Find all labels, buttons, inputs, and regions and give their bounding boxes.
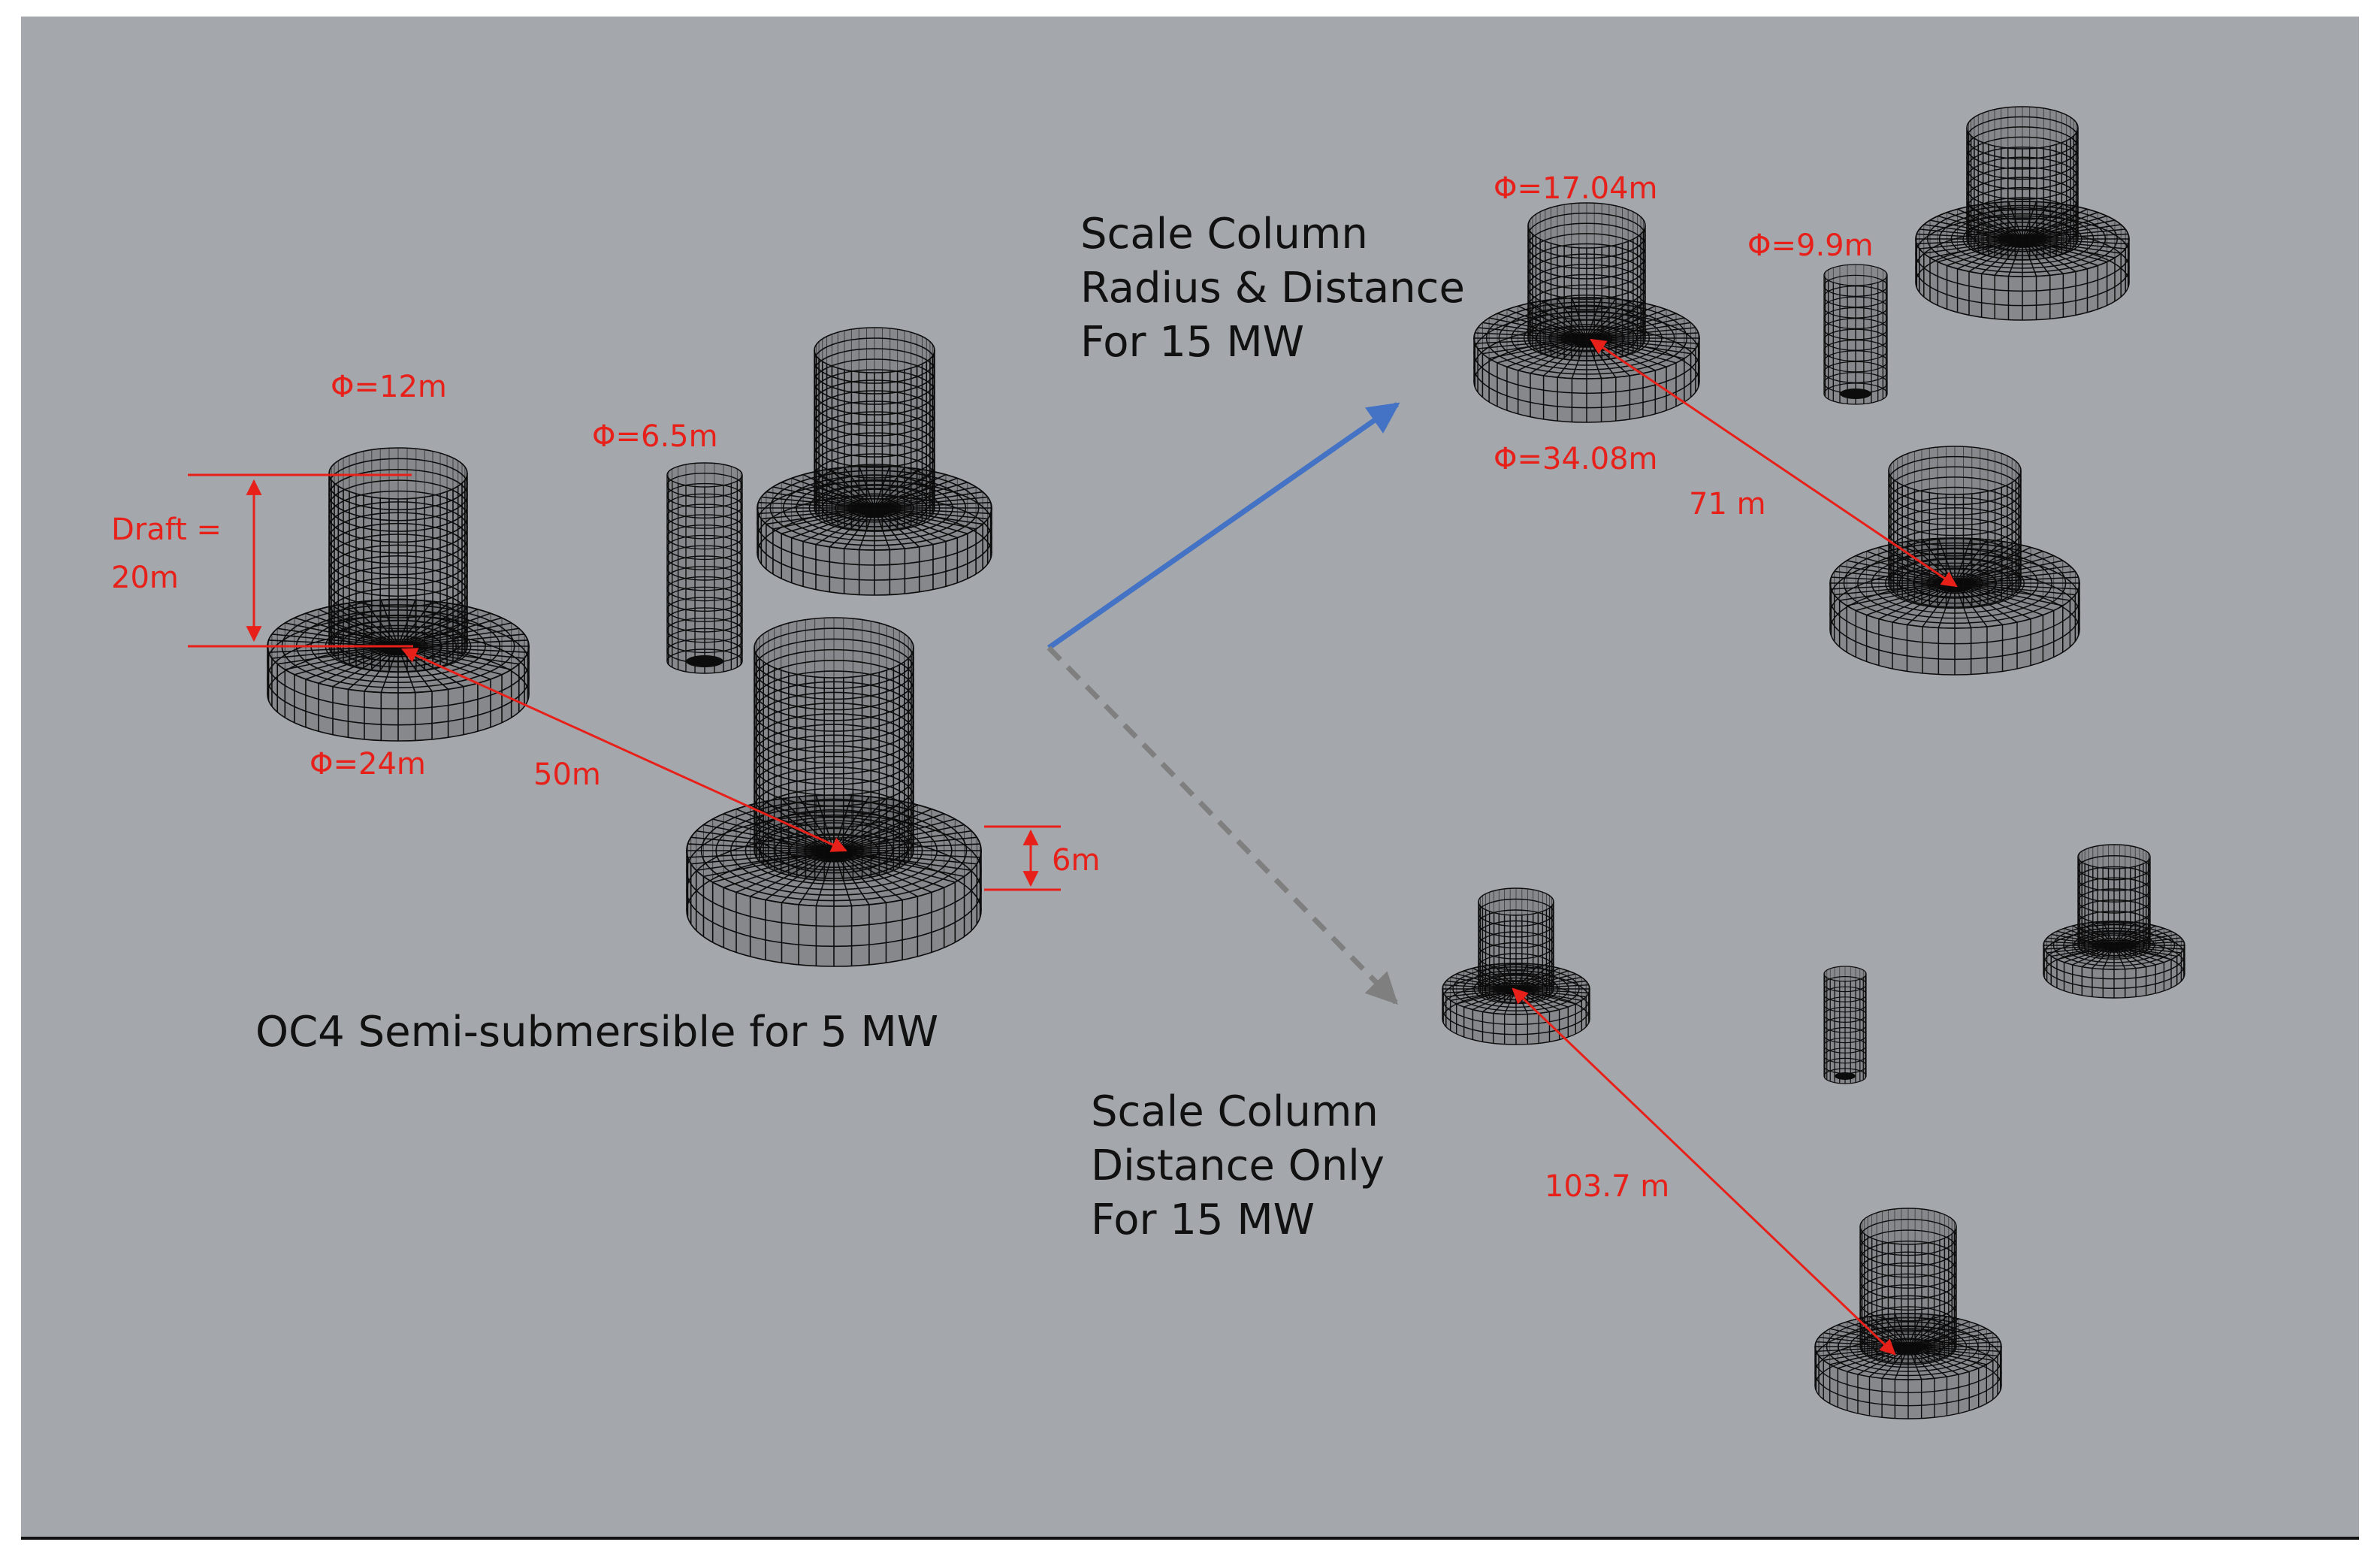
label-draft-line2: 20m [111,561,179,595]
label-distance-103-7m: 103.7 m [1545,1169,1669,1204]
label-phi-12m: Φ=12m [331,370,447,404]
caption-top-line3: For 15 MW [1080,318,1304,367]
caption-bottom-line1: Scale Column [1091,1087,1379,1136]
label-draft-line1: Draft = [111,512,222,547]
label-phi-34-08m: Φ=34.08m [1494,442,1657,476]
label-phi-9-9m: Φ=9.9m [1747,228,1874,263]
label-height-6m: 6m [1052,843,1100,878]
distance-only-annotations: Scale Column Distance Only For 15 MW 103… [1091,987,1896,1356]
distance-50m-arrow [401,648,847,852]
arrow-to-radius-and-distance [1047,402,1400,650]
caption-bottom-line3: For 15 MW [1091,1196,1315,1244]
caption-top-line1: Scale Column [1080,210,1368,258]
radius-distance-annotations: Scale Column Radius & Distance For 15 MW… [1080,171,1958,588]
label-phi-6-5m: Φ=6.5m [592,419,718,454]
caption-bottom-line2: Distance Only [1091,1141,1385,1190]
label-phi-17-04m: Φ=17.04m [1494,171,1657,206]
caption-oc4: OC4 Semi-submersible for 5 MW [255,1008,938,1057]
label-distance-71m: 71 m [1689,487,1766,522]
distance-103-7m-arrow [1512,987,1896,1356]
distance-only-main-column [1823,966,1867,1084]
caption-top-line2: Radius & Distance [1080,264,1465,313]
distance-only-column-back [2043,844,2185,999]
oc4-offset-column-back [757,327,992,596]
oc4-annotations: Φ=12m Φ=6.5m Draft = 20m Φ=24m 50m 6m OC… [111,370,1100,1057]
scaled-radius-column-back [1915,106,2130,321]
scaled-radius-main-column [1823,264,1888,405]
arrow-to-distance-only [1047,645,1398,1005]
oc4-main-column [666,462,743,674]
label-distance-50m: 50m [533,757,601,792]
label-phi-24m: Φ=24m [310,747,426,782]
distance-71m-arrow [1590,338,1958,588]
